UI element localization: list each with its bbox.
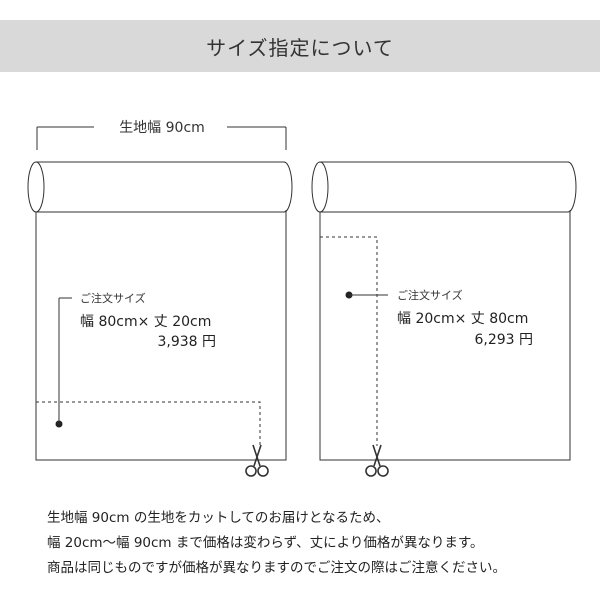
order-size-right: 幅 20cm× 丈 80cm: [397, 311, 528, 327]
page-title: サイズ指定について: [206, 35, 394, 60]
description-line-1: 生地幅 90cm の生地をカットしてのお届けとなるため、: [47, 510, 390, 526]
order-label-left: ご注文サイズ: [80, 291, 146, 305]
fabric-width-bracket: [36, 126, 287, 150]
cut-line-right: [320, 236, 378, 446]
description-line-3: 商品は同じものですが価格が異なりますのでご注文の際はご注意ください。: [47, 560, 506, 576]
fabric-roll-left: [27, 161, 293, 461]
order-size-left: 幅 80cm× 丈 20cm: [80, 314, 211, 330]
order-label-right: ご注文サイズ: [397, 288, 463, 302]
pointer-left: [55, 297, 72, 428]
fabric-width-label: 生地幅 90cm: [119, 120, 205, 136]
pointer-right: [345, 291, 388, 299]
description-line-2: 幅 20cm〜幅 90cm まで価格は変わらず、丈により価格が異なります。: [47, 535, 484, 551]
description: 生地幅 90cm の生地をカットしてのお届けとなるため、 幅 20cm〜幅 90…: [47, 506, 587, 581]
header-bar: サイズ指定について: [0, 20, 600, 72]
scissors-icon: [365, 444, 389, 477]
fabric-roll-right: [311, 161, 577, 461]
order-price-right: 6,293 円: [474, 332, 533, 348]
cut-line-left: [36, 401, 261, 446]
scissors-icon: [245, 444, 269, 477]
order-price-left: 3,938 円: [157, 334, 216, 350]
